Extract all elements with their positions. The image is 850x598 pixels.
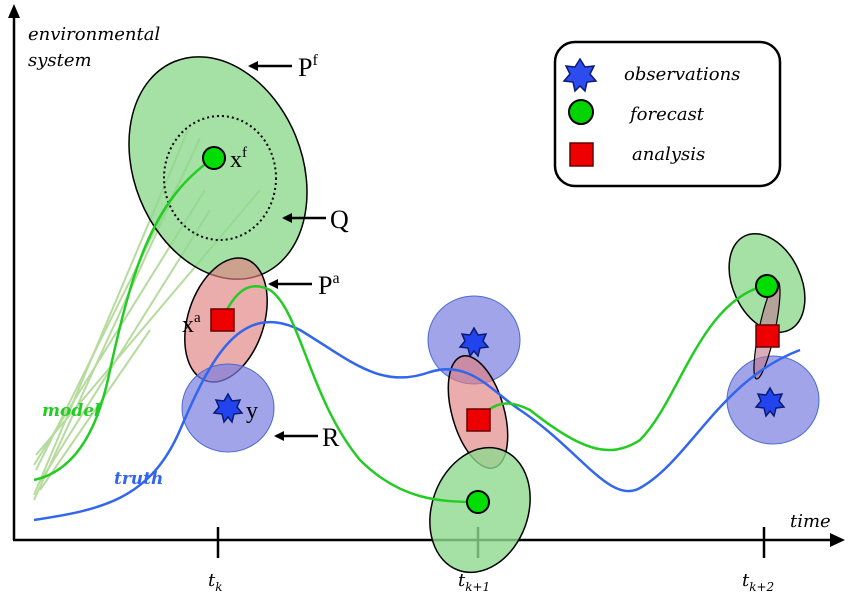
label-y: y	[246, 398, 258, 424]
observation-star-y	[212, 392, 244, 424]
forecast-curve-tk-to-tk1	[220, 285, 479, 504]
label-r: R	[322, 423, 340, 452]
label-q: Q	[330, 205, 349, 234]
y-axis-label-line2: system	[28, 50, 92, 71]
truth-curve	[33, 320, 801, 522]
legend-square-icon	[569, 142, 594, 167]
label-xf: xf	[230, 145, 247, 173]
tick-label-tk1: tk+1	[458, 570, 490, 594]
label-pf: Pf	[298, 52, 318, 82]
x-axis-label: time	[790, 511, 831, 532]
label-pa: Pa	[318, 270, 340, 300]
y-axis-label-line1: environmental	[28, 24, 160, 45]
legend-label-observations: observations	[624, 64, 740, 85]
legend-label-forecast: forecast	[628, 104, 705, 125]
analysis-point-tk1	[466, 408, 491, 432]
y-axis-arrowhead-icon	[8, 4, 20, 18]
analysis-point-xa	[210, 308, 235, 332]
observation-star-tk2	[754, 386, 786, 418]
analysis-point-tk2	[755, 324, 780, 348]
forecast-point-tk2	[755, 274, 779, 298]
model-curve-initial	[33, 156, 215, 482]
forecast-point-xf	[202, 146, 226, 170]
x-axis-arrowhead-icon	[830, 533, 845, 547]
ensemble-line	[39, 329, 151, 491]
forecast-curve-tk1-to-tk2	[477, 283, 768, 452]
legend-circle-icon	[568, 99, 594, 125]
label-truth: truth	[114, 469, 163, 489]
legend: observations forecast analysis	[553, 40, 782, 188]
legend-label-analysis: analysis	[632, 144, 705, 165]
label-model: model	[42, 401, 101, 421]
label-xa: xa	[182, 310, 201, 338]
tick-label-tk: tk	[208, 570, 223, 594]
legend-star-icon	[562, 57, 598, 93]
legend-box	[553, 40, 782, 188]
model-error-q	[163, 115, 277, 241]
forecast-point-tk1	[466, 490, 490, 514]
observation-star-tk1	[458, 326, 490, 358]
tick-label-tk2: tk+2	[742, 570, 774, 594]
